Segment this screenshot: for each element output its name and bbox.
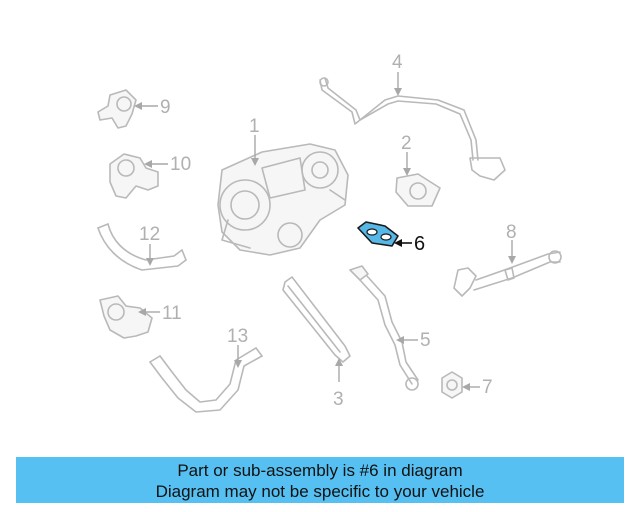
caption-line-2: Diagram may not be specific to your vehi…	[155, 482, 485, 501]
callout-8: 8	[506, 222, 517, 243]
part-7-small-gasket[interactable]	[441, 371, 480, 399]
callout-4: 4	[392, 52, 403, 73]
callout-2: 2	[401, 133, 412, 154]
part-3-bracket[interactable]	[282, 276, 351, 382]
callout-6: 6	[414, 233, 425, 255]
callout-11: 11	[162, 303, 182, 324]
part-13-hose[interactable]	[149, 345, 263, 413]
part-4-oil-feed-line[interactable]	[319, 72, 506, 181]
caption-banner: Part or sub-assembly is #6 in diagram Di…	[16, 457, 624, 503]
callout-1: 1	[249, 116, 260, 137]
callout-7: 7	[482, 377, 493, 398]
part-12-hose[interactable]	[97, 223, 187, 271]
part-11-solenoid[interactable]	[99, 295, 160, 339]
callout-9: 9	[160, 97, 171, 118]
part-8-coolant-line[interactable]	[453, 240, 562, 297]
part-1-turbocharger[interactable]	[217, 135, 349, 256]
callout-13: 13	[227, 326, 248, 347]
callout-3: 3	[333, 389, 344, 410]
part-9-valve[interactable]	[97, 89, 158, 129]
callout-5: 5	[420, 330, 431, 351]
part-2-flange[interactable]	[395, 152, 441, 207]
part-5-oil-return-pipe[interactable]	[349, 265, 419, 391]
part-10-actuator[interactable]	[109, 153, 168, 199]
callout-12: 12	[139, 224, 160, 245]
caption-line-1: Part or sub-assembly is #6 in diagram	[177, 461, 463, 480]
part-6-gasket[interactable]	[357, 221, 412, 247]
callout-10: 10	[170, 154, 191, 175]
